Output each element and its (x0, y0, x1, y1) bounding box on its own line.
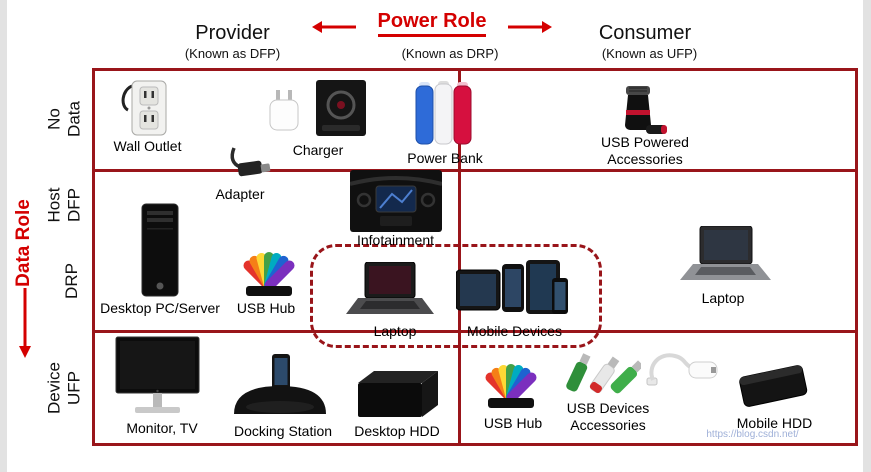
power-role-right-arrow-icon (508, 20, 552, 34)
usb-powered-accessories-label: USB Powered Accessories (601, 134, 689, 167)
laptop-center-label: Laptop (373, 323, 417, 339)
desktop-hdd-image (348, 365, 440, 420)
column-subheader-dfp: (Known as DFP) (184, 46, 281, 61)
usb-hub-label: USB Hub (236, 300, 296, 316)
power-role-title: Power Role (370, 10, 494, 37)
usb-devices-accessories-label: USB Devices Accessories (566, 400, 650, 433)
monitor-tv-label: Monitor, TV (126, 420, 198, 436)
docking-station-label: Docking Station (233, 423, 333, 439)
docking-station-image (230, 352, 330, 416)
grid-horizontal-divider-2 (92, 330, 858, 333)
infotainment-image (350, 170, 442, 232)
row-label-no-data: No Data (44, 101, 83, 137)
mobile-devices-image (456, 258, 568, 322)
row-label-device-ufp: Device UFP (44, 362, 83, 414)
watermark: https://blog.csdn.net/ (706, 429, 799, 440)
right-edge-band (863, 0, 871, 472)
usb-hub-2-image (480, 348, 542, 412)
usb-hub-image (238, 236, 300, 300)
column-header-consumer: Consumer (598, 22, 692, 44)
grid-horizontal-divider-1 (92, 169, 858, 172)
drp-highlight-dashed-box (310, 244, 602, 348)
data-role-down-arrow-icon (18, 288, 32, 358)
usb-hub-2-label: USB Hub (483, 415, 543, 431)
laptop-right-label: Laptop (701, 290, 745, 306)
mobile-hdd-label: Mobile HDD (736, 415, 813, 431)
wall-outlet-label: Wall Outlet (113, 138, 182, 154)
data-role-label: Data Role (13, 199, 35, 287)
usb-powered-accessory-image (614, 84, 669, 136)
car-charger-image (316, 80, 366, 136)
adapter-label: Adapter (215, 186, 265, 202)
grid-vertical-divider (458, 68, 461, 446)
monitor-tv-image (115, 336, 200, 420)
laptop-right-image (678, 226, 773, 290)
power-role-left-arrow-icon (312, 20, 356, 34)
desktop-hdd-label: Desktop HDD (354, 423, 440, 439)
infotainment-label: Infotainment (356, 232, 435, 248)
power-role-label: Power Role (377, 10, 487, 37)
desktop-pc-image (134, 202, 186, 298)
row-label-drp: DRP (62, 263, 82, 299)
mobile-devices-label: Mobile Devices (467, 323, 562, 339)
usb-flash-drives-image (556, 342, 641, 400)
left-edge-band (0, 0, 7, 472)
power-bank-label: Power Bank (407, 150, 483, 166)
mobile-hdd-image (733, 355, 813, 413)
row-label-host-dfp: Host DFP (44, 187, 83, 223)
laptop-center-image (344, 262, 436, 324)
wall-outlet-image (118, 80, 173, 136)
charger-label: Charger (292, 142, 344, 158)
column-subheader-ufp: (Known as UFP) (601, 46, 698, 61)
grid-border (92, 68, 858, 446)
power-bank-image (414, 80, 474, 148)
desktop-pc-server-label: Desktop PC/Server (100, 300, 220, 316)
adapter-image (228, 140, 272, 186)
charger-plug-image (266, 88, 302, 134)
column-header-provider: Provider (195, 22, 270, 44)
column-subheader-drp: (Known as DRP) (401, 46, 499, 61)
usb-c-adapter-image (645, 340, 720, 398)
